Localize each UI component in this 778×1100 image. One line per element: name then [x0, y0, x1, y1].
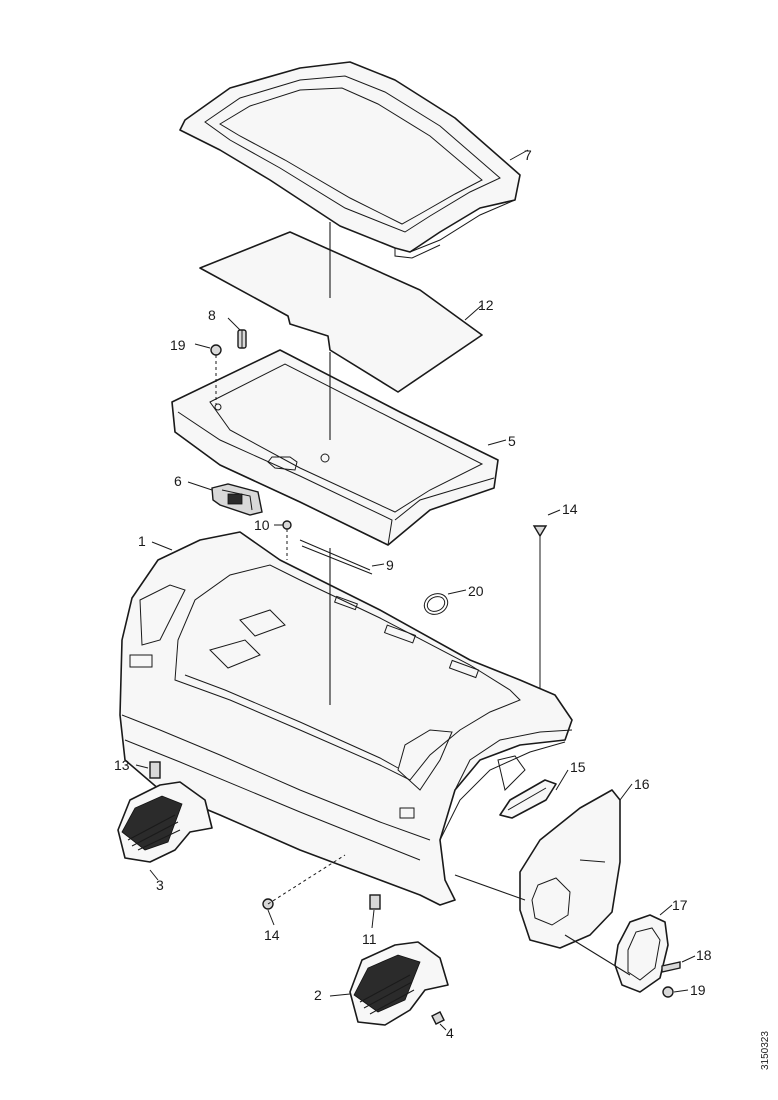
part-7-top-cover: [179, 61, 521, 259]
part-9-rod: [299, 539, 373, 575]
part-17-grille: [614, 914, 669, 993]
callout-10: 10: [254, 517, 270, 533]
callout-5: 5: [508, 433, 516, 449]
part-1-main-housing: [119, 531, 573, 906]
callout-8: 8: [208, 307, 216, 323]
callout-13: 13: [114, 757, 130, 773]
callout-14-lower: 14: [264, 927, 280, 943]
callout-15: 15: [570, 759, 586, 775]
part-3-foot-left: [117, 781, 213, 863]
part-20-ring: [423, 593, 449, 615]
part-13-fastener: [149, 761, 161, 779]
part-12-panel: [199, 231, 483, 393]
callout-19-upper: 19: [170, 337, 186, 353]
part-14-screw-right: [532, 525, 548, 690]
callout-18: 18: [696, 947, 712, 963]
callout-2: 2: [314, 987, 322, 1003]
part-19-screw-upper: [210, 344, 222, 405]
part-8-pin: [237, 329, 247, 349]
part-5-tray: [171, 349, 499, 546]
part-10-screw: [282, 520, 292, 560]
callout-12: 12: [478, 297, 494, 313]
callout-labels: 7 12 8 19 5 6 10 9 1 20 14 13 3 15 16 17…: [114, 147, 712, 1041]
assembly-axis-lines: [329, 222, 631, 976]
part-14-screw-lower: [262, 854, 346, 910]
callout-7: 7: [524, 147, 532, 163]
callout-3: 3: [156, 877, 164, 893]
part-16-side-cover: [519, 789, 621, 949]
callout-11: 11: [362, 931, 377, 947]
callout-14-right: 14: [562, 501, 578, 517]
leader-lines: [135, 149, 696, 1031]
part-6-latch: [211, 483, 263, 516]
callout-1: 1: [138, 533, 146, 549]
part-15-handle: [499, 779, 557, 819]
part-11-clip: [369, 894, 381, 910]
callout-20: 20: [468, 583, 484, 599]
part-2-foot-right: [349, 941, 449, 1026]
part-18-screw: [661, 961, 681, 973]
callout-6: 6: [174, 473, 182, 489]
callout-17: 17: [672, 897, 688, 913]
callout-16: 16: [634, 776, 650, 792]
callout-4: 4: [446, 1025, 454, 1041]
part-19-screw-lower: [662, 986, 674, 998]
document-number: 3150323: [760, 1031, 771, 1070]
callout-19-lower: 19: [690, 982, 706, 998]
callout-9: 9: [386, 557, 394, 573]
part-4-foot-insert: [431, 1011, 445, 1025]
